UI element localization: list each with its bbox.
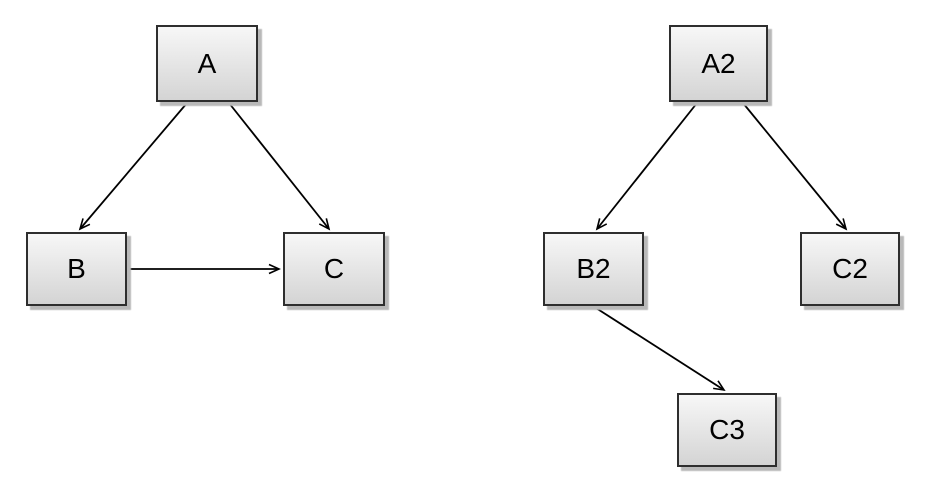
edge-a2-to-c2 [742,102,848,231]
node-c-label: C [323,253,345,284]
node-c3: C3 [677,393,777,467]
node-c3-label: C3 [709,414,745,445]
edge-a2-to-b2 [595,102,698,231]
node-b2: B2 [543,232,644,306]
node-c2: C2 [800,232,900,306]
edge-a-to-c [228,102,331,231]
node-c2-label: C2 [832,253,868,284]
node-c: C [283,232,385,306]
node-a: A [156,25,258,102]
node-a2-label: A2 [701,47,736,79]
edge-a-to-b [78,102,188,231]
node-b-label: B [67,253,86,284]
node-b2-label: B2 [576,253,611,284]
node-a2: A2 [669,25,768,102]
node-a-label: A [197,47,217,79]
edge-b2-to-c3 [595,307,726,392]
node-b: B [26,232,127,306]
